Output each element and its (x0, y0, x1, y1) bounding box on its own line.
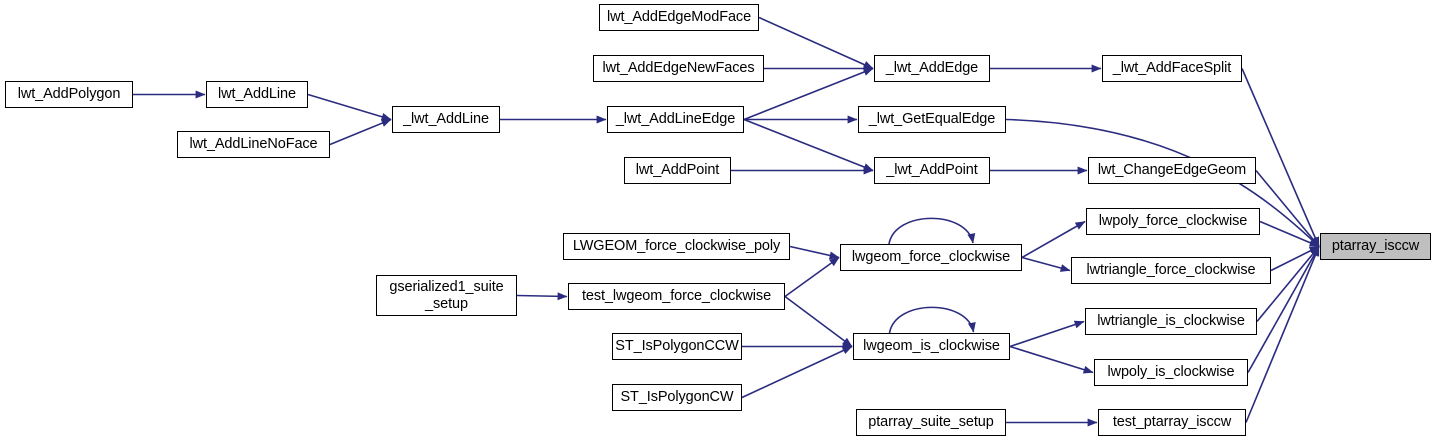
graph-node-lwgeom_force_clockwise[interactable]: lwgeom_force_clockwise (840, 244, 1022, 271)
edge-lwpoly_is_clockwise-to-ptarray_isccw (1247, 245, 1320, 373)
graph-node-lwt_AddEdgeModFace[interactable]: lwt_AddEdgeModFace (599, 4, 759, 31)
graph-node-_lwt_AddPoint[interactable]: _lwt_AddPoint (874, 157, 990, 184)
edge-lwgeom_force_clockwise-to-lwtriangle_force_clockwise (1021, 256, 1071, 272)
graph-node-_lwt_AddLineEdge[interactable]: _lwt_AddLineEdge (607, 106, 744, 133)
edge-_lwt_AddFaceSplit-to-ptarray_isccw (1241, 68, 1320, 248)
graph-node-test_lwgeom_force_clockwise[interactable]: test_lwgeom_force_clockwise (568, 283, 785, 310)
graph-node-lwpoly_force_clockwise[interactable]: lwpoly_force_clockwise (1086, 208, 1260, 235)
edge-lwtriangle_is_clockwise-to-ptarray_isccw (1256, 245, 1320, 323)
edge-test_lwgeom_force_clockwise-to-lwgeom_is_clockwise (784, 295, 853, 348)
edge-LWGEOM_force_clockwise_poly-to-lwgeom_force_clockwise (789, 245, 840, 260)
graph-node-lwt_AddLine[interactable]: lwt_AddLine (206, 81, 308, 108)
graph-node-gserialized1_suite_setup[interactable]: gserialized1_suite _setup (376, 275, 517, 316)
graph-node-lwt_AddEdgeNewFaces[interactable]: lwt_AddEdgeNewFaces (593, 55, 764, 82)
graph-node-_lwt_AddEdge[interactable]: _lwt_AddEdge (874, 55, 990, 82)
edge-lwgeom_force_clockwise-to-lwpoly_force_clockwise (1021, 220, 1086, 259)
edge-lwgeom_is_clockwise-to-lwtriangle_is_clockwise (1009, 320, 1085, 348)
edge-lwgeom_is_clockwise-to-lwgeom_is_clockwise (888, 306, 976, 334)
graph-node-test_ptarray_isccw[interactable]: test_ptarray_isccw (1098, 409, 1246, 436)
edge-ST_IsPolygonCW-to-lwgeom_is_clockwise (741, 345, 853, 399)
graph-node-_lwt_AddLine[interactable]: _lwt_AddLine (392, 106, 500, 133)
edge-test_ptarray_isccw-to-ptarray_isccw (1245, 245, 1320, 423)
graph-node-lwt_ChangeEdgeGeom[interactable]: lwt_ChangeEdgeGeom (1088, 157, 1256, 184)
graph-node-lwt_AddLineNoFace[interactable]: lwt_AddLineNoFace (177, 131, 330, 158)
graph-node-lwgeom_is_clockwise[interactable]: lwgeom_is_clockwise (853, 333, 1010, 360)
graph-node-ptarray_suite_setup[interactable]: ptarray_suite_setup (856, 409, 1006, 436)
edge-_lwt_AddLineEdge-to-_lwt_AddPoint (743, 118, 874, 172)
graph-node-ST_IsPolygonCW[interactable]: ST_IsPolygonCW (612, 384, 742, 411)
edge-lwt_AddEdgeModFace-to-_lwt_AddEdge (758, 16, 874, 70)
edge-lwgeom_is_clockwise-to-lwpoly_is_clockwise (1009, 345, 1094, 374)
edge-lwt_AddLine-to-_lwt_AddLine (307, 93, 392, 121)
edge-lwt_AddLineNoFace-to-_lwt_AddLine (329, 118, 392, 146)
edge-lwt_ChangeEdgeGeom-to-ptarray_isccw (1255, 169, 1320, 248)
graph-node-LWGEOM_force_clockwise_poly[interactable]: LWGEOM_force_clockwise_poly (563, 233, 790, 260)
edge-lwgeom_force_clockwise-to-lwgeom_force_clockwise (888, 217, 976, 245)
graph-node-lwt_AddPolygon[interactable]: lwt_AddPolygon (5, 81, 133, 108)
edge-lwpoly_force_clockwise-to-ptarray_isccw (1259, 220, 1320, 248)
graph-node-lwpoly_is_clockwise[interactable]: lwpoly_is_clockwise (1094, 359, 1248, 386)
graph-node-lwtriangle_force_clockwise[interactable]: lwtriangle_force_clockwise (1071, 257, 1271, 284)
edge-gserialized1_suite_setup-to-test_lwgeom_force_clockwise (516, 292, 568, 301)
graph-node-_lwt_AddFaceSplit[interactable]: _lwt_AddFaceSplit (1102, 55, 1242, 82)
edge-_lwt_AddLineEdge-to-_lwt_AddEdge (743, 67, 874, 121)
graph-node-_lwt_GetEqualEdge[interactable]: _lwt_GetEqualEdge (858, 106, 1006, 133)
graph-node-ST_IsPolygonCCW[interactable]: ST_IsPolygonCCW (612, 333, 742, 360)
graph-node-ptarray_isccw[interactable]: ptarray_isccw (1320, 233, 1431, 260)
graph-node-lwtriangle_is_clockwise[interactable]: lwtriangle_is_clockwise (1085, 308, 1257, 335)
edge-test_lwgeom_force_clockwise-to-lwgeom_force_clockwise (784, 256, 840, 298)
graph-node-lwt_AddPoint[interactable]: lwt_AddPoint (624, 157, 731, 184)
